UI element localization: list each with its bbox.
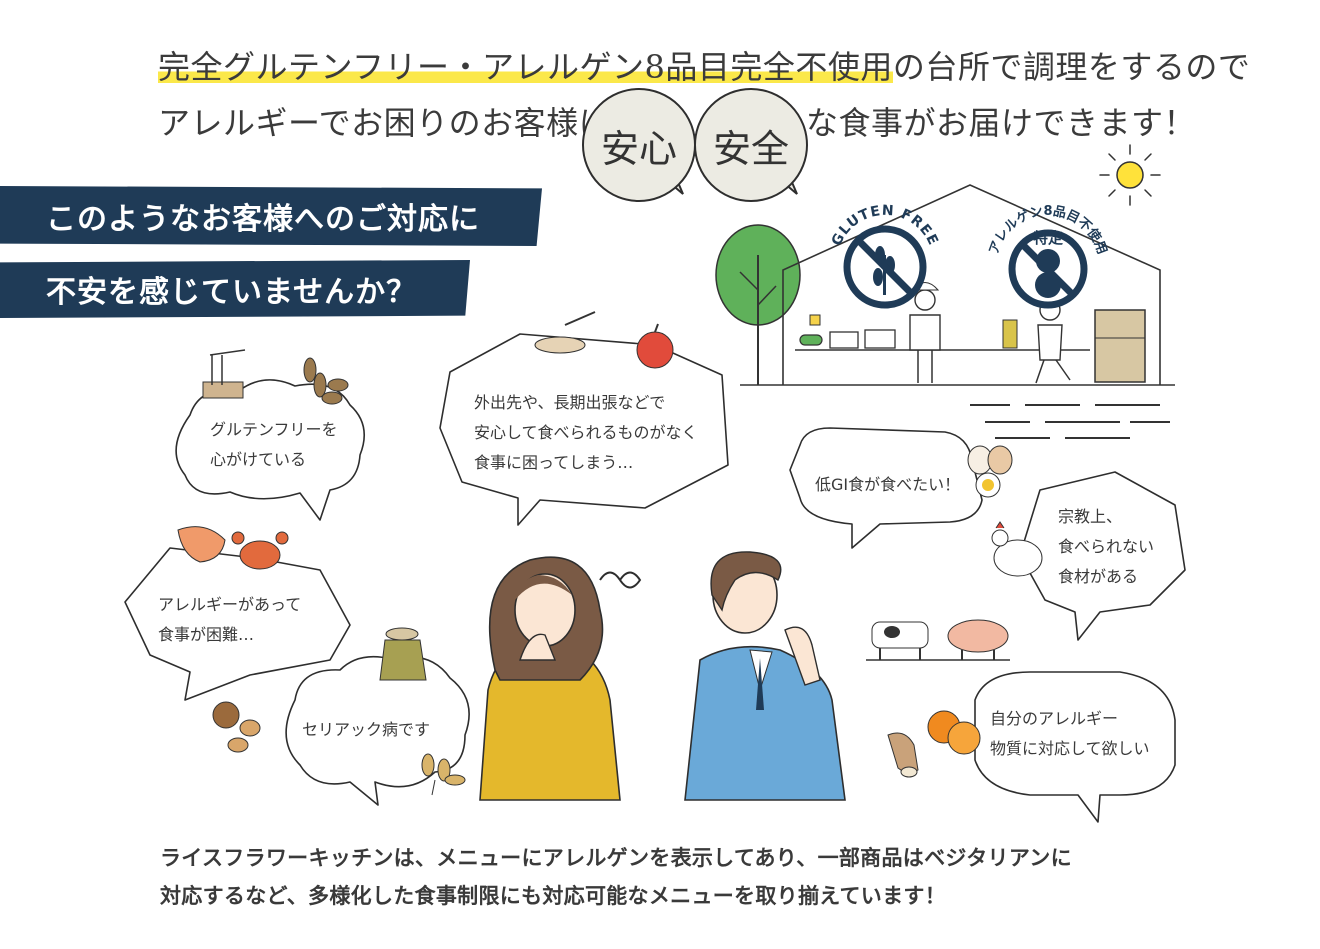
bubble-own-shape (974, 671, 1176, 823)
bubble-allergy: アレルギーがあって 食事が困難… (158, 590, 301, 650)
no-wheat-icon: GLUTEN FREE (829, 203, 940, 309)
wheat-icon (303, 357, 349, 405)
egg-icon (967, 445, 1013, 498)
confused-spiral-icon (599, 571, 642, 589)
headline-line-1-rest: の台所で調理をするので (892, 48, 1251, 86)
bubble-anshin: 安心 (582, 88, 696, 202)
bubble-religion-line-3: 食材がある (1058, 567, 1139, 586)
no-allergen-icon: アレルゲン8品目不使用 特定 (987, 204, 1109, 309)
bubble-lowgi: 低GI食が食べたい！ (815, 470, 960, 500)
noodle-icon (202, 349, 246, 399)
yam-icon (887, 732, 919, 778)
kitchen-illustration (715, 184, 1175, 439)
shrimp-icon (177, 526, 226, 563)
bubble-gluten: グルテンフリーを 心がけている (210, 415, 338, 475)
chicken-icon (991, 521, 1043, 577)
wheat-bundle-icon (421, 753, 466, 796)
bubble-celiac: セリアック病です (302, 715, 430, 745)
bubble-allergy-line-1: アレルギーがあって (158, 595, 302, 614)
bubble-religion: 宗教上、 食べられない 食材がある (1058, 502, 1154, 592)
banner-line-1: このようなお客様へのご対応に (0, 186, 542, 246)
crab-icon (231, 531, 289, 570)
gluten-free-badge: GLUTEN FREE (820, 185, 950, 315)
headline-highlight: 完全グルテンフリー・アレルゲン8品目完全不使用 (158, 48, 893, 86)
bubble-travel-line-3: 食事に困ってしまう… (474, 453, 634, 472)
headline-line-2-before: アレルギーでお困りのお客様に (158, 104, 612, 142)
allergen-free-badge: アレルゲン8品目不使用 特定 (978, 185, 1118, 315)
woman-figure (479, 556, 621, 801)
orange-icon (927, 710, 981, 755)
flour-sack-icon (379, 627, 427, 681)
apple-icon (636, 323, 674, 369)
allergen-center-label: 特定 (1033, 229, 1063, 247)
headline-line-1: 完全グルテンフリー・アレルゲン8品目完全不使用の台所で調理をするので (158, 42, 1250, 88)
people-illustration (479, 551, 846, 801)
footer-line-2: 対応するなど、多様化した食事制限にも対応可能なメニューを取り揃えています！ (160, 884, 946, 908)
bubble-travel-shape (439, 333, 729, 526)
bubble-religion-line-1: 宗教上、 (1058, 507, 1123, 526)
bubble-gluten-line-2: 心がけている (210, 450, 307, 469)
walnut-icon (212, 701, 261, 753)
pig-icon (947, 619, 1009, 660)
bubble-religion-shape (1019, 471, 1186, 641)
bubble-gluten-line-1: グルテンフリーを (210, 420, 338, 439)
bubble-own: 自分のアレルギー 物質に対応して欲しい (990, 704, 1150, 764)
bubble-anzen: 安全 (694, 88, 808, 202)
plate-icon (534, 311, 596, 354)
footer-line-1: ライスフラワーキッチンは、メニューにアレルゲンを表示してあり、一部商品はベジタリ… (160, 846, 1072, 870)
bubble-lowgi-shape (789, 427, 983, 549)
bubble-religion-line-2: 食べられない (1058, 537, 1155, 556)
sun-icon (1099, 144, 1161, 206)
bubble-own-line-2: 物質に対応して欲しい (990, 739, 1150, 758)
man-figure (684, 551, 846, 801)
bubble-travel-line-1: 外出先や、長期出張などで (474, 393, 666, 412)
banner-line-2: 不安を感じていませんか？ (0, 260, 470, 318)
bubble-gluten-shape (175, 379, 366, 521)
bubble-own-line-1: 自分のアレルギー (990, 709, 1119, 728)
bubble-travel-line-2: 安心して食べられるものがなく (474, 423, 698, 442)
bubble-lowgi-line-1: 低GI食が食べたい！ (815, 475, 961, 494)
cow-icon (871, 621, 929, 660)
bubble-celiac-line-1: セリアック病です (302, 720, 431, 739)
bubble-travel: 外出先や、長期出張などで 安心して食べられるものがなく 食事に困ってしまう… (474, 388, 698, 478)
headline-line-2-after: な食事がお届けできます！ (806, 104, 1197, 142)
bubble-allergy-shape (124, 547, 351, 701)
bubble-allergy-line-2: 食事が困難… (158, 625, 255, 644)
